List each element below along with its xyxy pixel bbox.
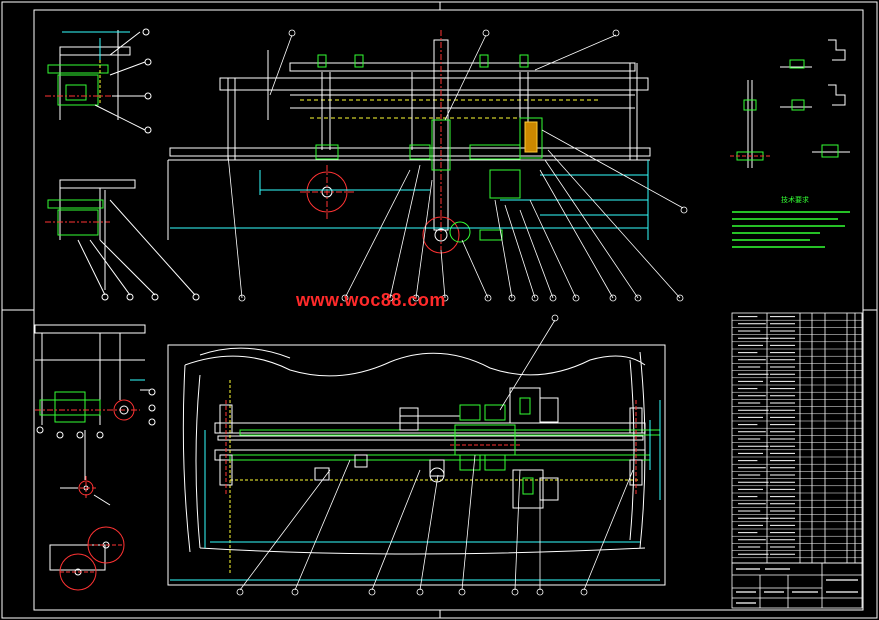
parts-list-rows [732, 319, 862, 559]
plan-view-balloons [236, 314, 588, 596]
side-view-middle [45, 179, 200, 301]
notes-title: 技术要求 [781, 195, 809, 204]
front-view-leaders [227, 34, 684, 299]
parts-list-entries [738, 316, 795, 555]
front-view-balloons [238, 29, 688, 302]
watermark-text: www.woc88.com [296, 290, 446, 310]
side-view-upper [45, 28, 152, 134]
side-view-lower [34, 324, 156, 480]
technical-notes [732, 211, 850, 248]
gear-detail [60, 476, 111, 506]
title-block [731, 562, 863, 609]
front-view [167, 30, 651, 254]
plan-view [167, 344, 666, 586]
pulley-detail [49, 526, 125, 591]
plan-view-leaders [239, 319, 634, 591]
parts-list [731, 312, 863, 564]
section-details [730, 39, 850, 168]
